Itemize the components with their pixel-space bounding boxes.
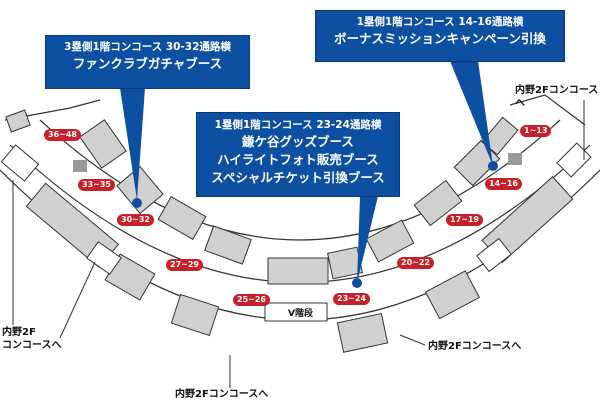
location-dot	[132, 198, 142, 208]
gate-tag: 17~19	[446, 214, 483, 226]
callout-goods: 1塁側1階コンコース 23-24通路横 鎌ケ谷グッズブース ハイライトフォト販売…	[196, 112, 400, 197]
concourse-label: 内野2Fコンコースへ	[175, 389, 269, 400]
callout-booth: 鎌ケ谷グッズブース	[242, 134, 354, 150]
gate-tag: 20~22	[397, 257, 434, 269]
seat-block	[170, 293, 220, 337]
outer-concourse-edge	[39, 119, 561, 241]
gate-tag: 30~32	[117, 214, 154, 226]
seat-block	[79, 119, 127, 169]
callout-booth: スペシャルチケット引換ブース	[211, 170, 385, 186]
callout-fanclub: 3塁側1階コンコース 30-32通路横 ファンクラブガチャブース	[45, 35, 250, 89]
leader-line	[59, 261, 96, 339]
concourse-label: 内野2F コンコースへ	[2, 326, 62, 352]
location-dot	[352, 278, 362, 288]
staircase	[0, 144, 40, 182]
gate-tag: 25~26	[233, 294, 270, 306]
seat-block	[157, 196, 207, 240]
seat-block	[204, 225, 252, 265]
seat-block	[424, 270, 481, 320]
seat-block	[327, 246, 363, 280]
staircase	[476, 237, 512, 273]
leader-line	[399, 334, 426, 346]
gate-tag: 33~35	[78, 179, 115, 191]
callout-pointer	[357, 196, 378, 283]
seat-block	[267, 257, 329, 285]
seat-block	[5, 109, 31, 133]
gate-tag: 36~48	[44, 129, 81, 141]
staircase	[86, 241, 122, 275]
callout-bonus: 1塁側1階コンコース 14-16通路横 ボーナスミッションキャンペーン引換	[315, 10, 565, 62]
gate-tag: 27~29	[166, 259, 203, 271]
callout-location: 1塁側1階コンコース 14-16通路横	[356, 16, 524, 28]
callout-pointer	[450, 61, 493, 166]
callout-location: 1塁側1階コンコース 23-24通路横	[214, 119, 382, 131]
seat-block	[336, 312, 389, 353]
callout-booth: ハイライトフォト販売ブース	[217, 152, 379, 168]
location-dot	[488, 161, 498, 171]
concourse-label: 内野2Fコンコースへ	[515, 85, 599, 109]
gate-tag: 14~16	[485, 178, 522, 190]
seat-block	[116, 165, 164, 215]
v-stairs-label: V階段	[286, 306, 315, 319]
callout-pointer	[120, 88, 145, 200]
restroom-icon	[73, 153, 522, 172]
seat-block	[413, 179, 463, 227]
concourse-label: 内野2Fコンコースへ	[428, 341, 522, 352]
callout-booth: ファンクラブガチャブース	[72, 56, 223, 72]
concourse-label-line: 内野2F	[2, 327, 36, 338]
callout-location: 3塁側1階コンコース 30-32通路横	[64, 41, 231, 53]
seat-block	[365, 219, 415, 263]
callout-booth: ボーナスミッションキャンペーン引換	[334, 31, 546, 47]
gate-tag: 23~24	[333, 293, 370, 305]
gate-tag: 1~13	[520, 125, 552, 137]
concourse-label-line: コンコースへ	[2, 340, 62, 351]
